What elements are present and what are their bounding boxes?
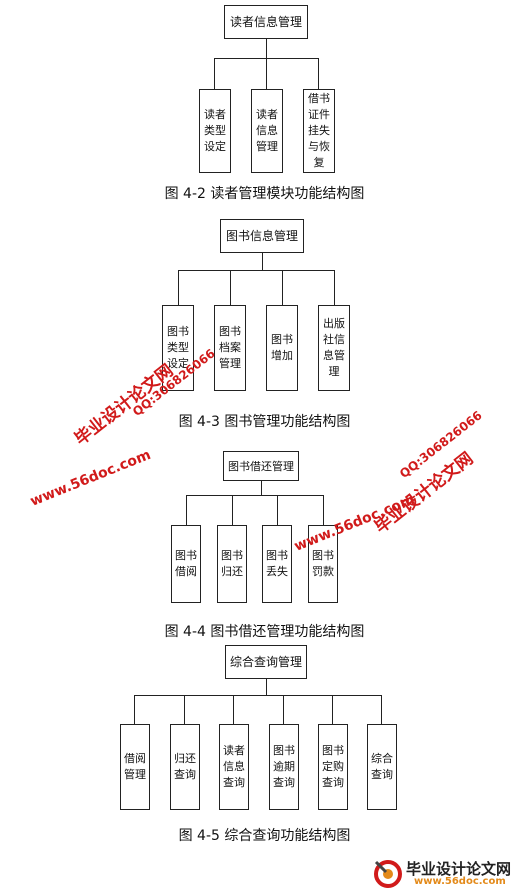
connector: [186, 495, 324, 496]
connector: [334, 270, 335, 305]
child-node: 图书 定购 查询: [318, 724, 348, 810]
root-node: 综合查询管理: [225, 645, 307, 679]
connector: [262, 253, 263, 270]
child-node: 读者 类型 设定: [199, 89, 231, 173]
root-node: 读者信息管理: [224, 5, 308, 39]
connector: [266, 39, 267, 58]
child-node: 图书 丢失: [262, 525, 292, 603]
child-node: 读者 信息 查询: [219, 724, 249, 810]
connector: [178, 270, 334, 271]
child-node: 出版 社信 息管 理: [318, 305, 350, 391]
footer-brand: 毕业设计论文网: [406, 860, 512, 878]
child-node: 图书 逾期 查询: [269, 724, 299, 810]
caption: 图 4-3 图书管理功能结构图: [178, 414, 351, 430]
connector: [332, 695, 333, 724]
connector: [318, 58, 319, 89]
child-node: 归还 查询: [170, 724, 200, 810]
connector: [283, 695, 284, 724]
connector: [282, 270, 283, 305]
connector: [232, 495, 233, 525]
watermark-site: www.56doc.com: [28, 446, 154, 510]
child-node: 图书 档案 管理: [214, 305, 246, 391]
child-node: 综合 查询: [367, 724, 397, 810]
connector: [134, 695, 135, 724]
connector: [230, 270, 231, 305]
connector: [266, 679, 267, 695]
connector: [184, 695, 185, 724]
child-node: 借阅 管理: [120, 724, 150, 810]
connector: [323, 495, 324, 525]
root-node: 图书借还管理: [223, 451, 299, 481]
child-node: 图书 增加: [266, 305, 298, 391]
connector: [214, 58, 215, 89]
child-node: 读者 信息 管理: [251, 89, 283, 173]
logo-icon: [374, 860, 402, 888]
footer-logo: 毕业设计论文网 www.56doc.com: [372, 858, 524, 888]
caption: 图 4-4 图书借还管理功能结构图: [164, 624, 365, 640]
watermark-brand: 毕业设计论文网: [71, 360, 178, 450]
connector: [381, 695, 382, 724]
connector: [233, 695, 234, 724]
root-node: 图书信息管理: [220, 219, 304, 253]
caption: 图 4-5 综合查询功能结构图: [178, 828, 351, 844]
caption: 图 4-2 读者管理模块功能结构图: [164, 186, 365, 202]
connector: [277, 495, 278, 525]
connector: [178, 270, 179, 305]
connector: [134, 695, 382, 696]
connector: [261, 481, 262, 495]
connector: [266, 58, 267, 89]
child-node: 借书 证件 挂失 与恢 复: [303, 89, 335, 173]
child-node: 图书 归还: [217, 525, 247, 603]
footer-site: www.56doc.com: [414, 876, 506, 887]
child-node: 图书 罚款: [308, 525, 338, 603]
connector: [186, 495, 187, 525]
child-node: 图书 借阅: [171, 525, 201, 603]
child-node: 图书 类型 设定: [162, 305, 194, 391]
